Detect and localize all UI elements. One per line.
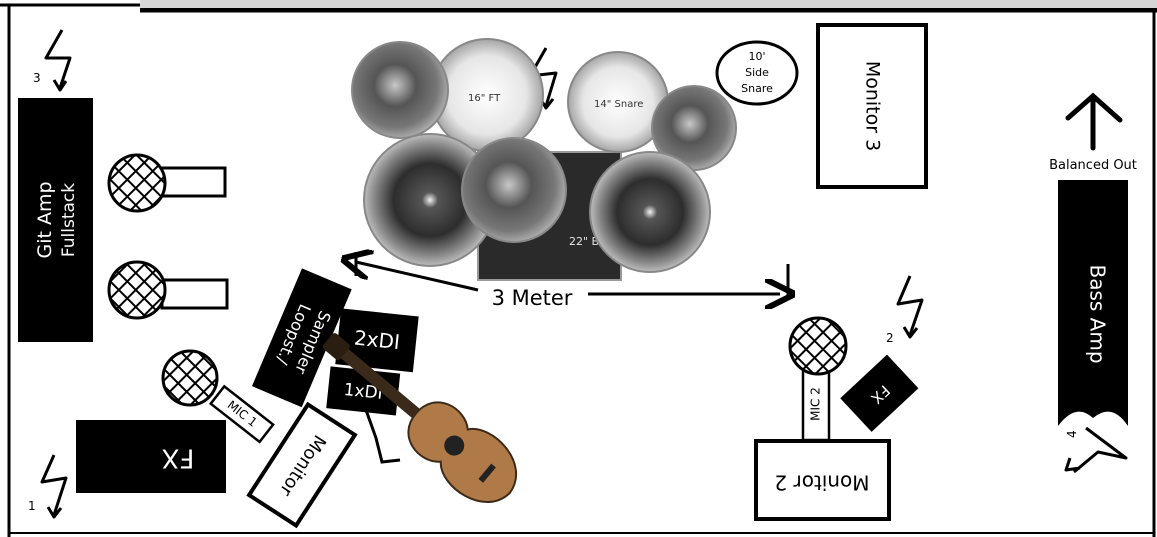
mic-2-label: MIC 2 bbox=[809, 387, 823, 421]
microphone-icon bbox=[107, 153, 167, 213]
power-outlet-2: 2 bbox=[886, 275, 924, 345]
monitor-3: Monitor 3 bbox=[816, 23, 928, 189]
monitor-1: Monitor bbox=[246, 401, 358, 529]
mic-1: MIC 1 bbox=[161, 349, 275, 444]
outlet-number: 4 bbox=[1065, 430, 1079, 438]
di-one-label: 1xDI bbox=[343, 380, 384, 404]
stage-edge-shade bbox=[140, 0, 1157, 8]
distance-label: 3 Meter bbox=[492, 286, 573, 310]
microphone-icon bbox=[788, 316, 848, 376]
power-outlet-4: 4 bbox=[1064, 426, 1128, 474]
microphone-icon bbox=[161, 349, 219, 407]
drum-kit: 22" BD 16" FT 14" Snare bbox=[351, 38, 737, 281]
fx-left-label: FX bbox=[162, 443, 195, 473]
bass-amp-label: Bass Amp bbox=[1086, 264, 1110, 363]
monitor-2: Monitor 2 bbox=[754, 439, 891, 521]
fx-pedalboard-left: FX bbox=[76, 420, 226, 493]
power-outlet-3: 3 bbox=[33, 29, 72, 92]
fx-pedalboard-right: FX bbox=[840, 354, 919, 432]
microphone-icon bbox=[107, 260, 167, 320]
di-two-label: 2xDI bbox=[353, 325, 401, 354]
mic-2: MIC 2 bbox=[788, 316, 848, 442]
lightning-icon bbox=[44, 29, 72, 92]
monitor-3-label: Monitor 3 bbox=[862, 61, 884, 151]
balanced-out: Balanced Out bbox=[1049, 92, 1137, 173]
git-amp-sublabel: Fullstack bbox=[59, 183, 79, 257]
git-amp-label: Git Amp bbox=[34, 181, 56, 258]
git-mic-upper bbox=[107, 153, 227, 213]
lightning-icon bbox=[40, 454, 68, 519]
guitar-icon bbox=[322, 333, 518, 504]
git-amp: Git Amp Fullstack bbox=[18, 98, 93, 342]
outlet-number: 2 bbox=[886, 331, 894, 345]
balanced-out-label: Balanced Out bbox=[1049, 158, 1137, 173]
side-snare-sublabel: Snare bbox=[741, 82, 773, 95]
monitor-2-label: Monitor 2 bbox=[774, 471, 869, 495]
di-cable bbox=[364, 409, 401, 464]
lightning-icon bbox=[896, 275, 924, 339]
outlet-number: 3 bbox=[33, 71, 41, 85]
bass-amp: Bass Amp bbox=[1058, 180, 1128, 426]
floor-tom-label: 16" FT bbox=[468, 93, 501, 104]
side-snare: 10' Side Snare bbox=[715, 40, 799, 106]
cymbal-icon bbox=[461, 137, 567, 243]
side-snare-label: Side bbox=[745, 66, 769, 79]
arrow-left-icon bbox=[356, 262, 479, 292]
power-outlet-1: 1 bbox=[28, 454, 68, 519]
side-snare-size: 10' bbox=[748, 50, 765, 63]
cymbal-icon bbox=[351, 41, 449, 139]
snare-label: 14" Snare bbox=[594, 99, 643, 110]
outlet-number: 1 bbox=[28, 499, 36, 513]
distance-indicator: 3 Meter bbox=[356, 252, 788, 310]
cymbal-icon bbox=[589, 151, 711, 273]
lightning-icon bbox=[1064, 426, 1128, 474]
acoustic-guitar bbox=[322, 333, 518, 504]
git-mic-lower bbox=[107, 260, 229, 320]
arrow-up-icon bbox=[1065, 92, 1123, 151]
